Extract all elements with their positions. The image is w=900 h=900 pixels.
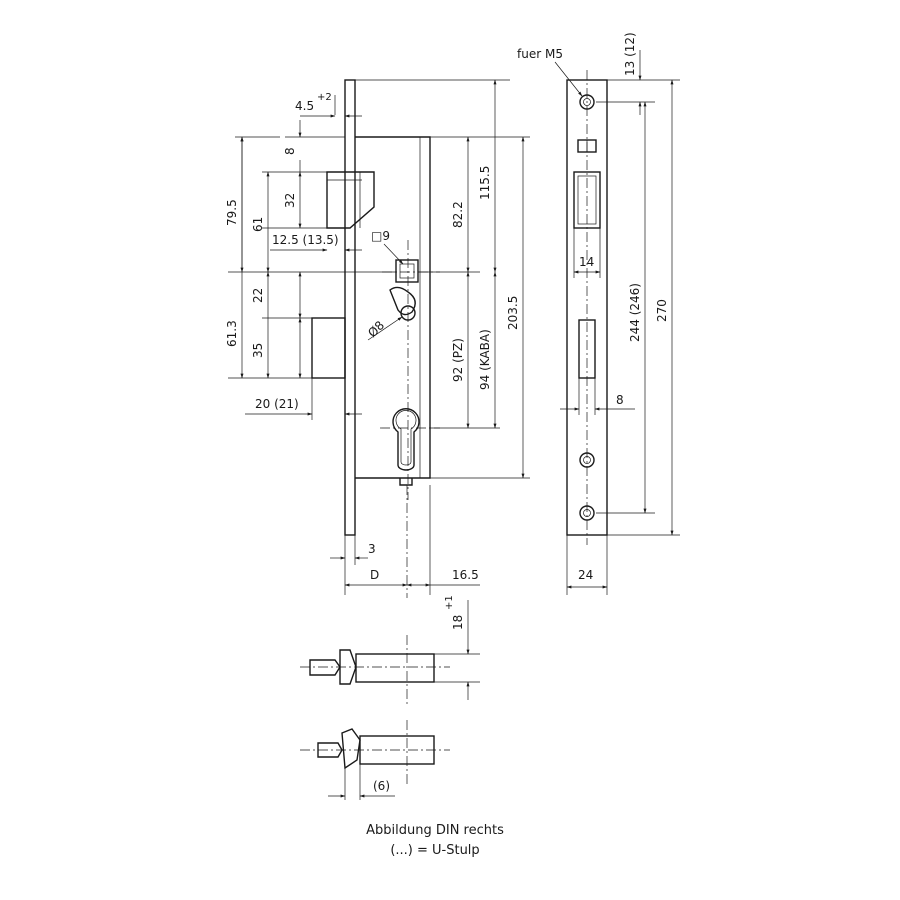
dead-bolt [311,317,346,379]
latch-tail [309,659,341,676]
screw-hole-bottom [579,505,595,521]
dim-D: D [370,568,379,582]
latch-tail-2 [317,742,343,758]
lever [389,286,416,316]
caption-line-2: (...) = U-Stulp [390,843,480,858]
follower-square [395,259,419,283]
dim-22: 22 [251,288,265,303]
dim-diameter-8: Ø8 [365,318,387,340]
faceplate [344,79,356,536]
dim-82-2: 82.2 [451,201,465,228]
front-view [228,79,530,598]
dim-32: 32 [283,193,297,208]
side-view [554,50,680,595]
bolt-opening [578,319,596,379]
label-fuer-m5: fuer M5 [517,47,563,61]
lock-case [355,136,431,479]
dim-61: 61 [251,217,265,232]
caption-line-1: Abbildung DIN rechts [366,823,504,838]
dim-13: 13 (12) [623,32,637,76]
latch-body-2 [359,735,435,765]
screw-hole-top [579,94,595,110]
dim-92: 92 (PZ) [451,338,465,382]
dim-115-5: 115.5 [478,166,492,200]
screw-hole-middle [579,452,595,468]
dim-4-5: 4.5 [295,99,314,113]
latch-detail-2: (6) [300,720,450,800]
dim-14: 14 [579,255,594,269]
latch-head-2 [341,728,361,770]
dim-24: 24 [578,568,593,582]
dim-270: 270 [655,299,669,322]
dim-16-5: 16.5 [452,568,479,582]
dim-79-5: 79.5 [225,199,239,226]
dim-18: 18 [451,615,465,630]
dim-20: 20 (21) [255,397,299,411]
dim-square-9: □9 [371,229,390,243]
dim-4-5-tol: +2 [317,92,332,103]
dim-12-5: 12.5 (13.5) [272,233,339,247]
front-view-labels: 4.5 +2 8 32 79.5 61 12.5 (13.5) □9 22 35… [225,92,520,582]
latch-bolt [326,171,375,229]
dim-61-3: 61.3 [225,320,239,347]
latch-opening [573,171,601,229]
latch-head [339,649,357,685]
dim-94: 94 (KABA) [478,329,492,390]
dim-3: 3 [368,542,376,556]
dim-8-right: 8 [616,393,624,407]
latch-detail-1: 18 +1 [300,595,480,705]
dim-6: (6) [373,779,390,793]
dim-244: 244 (246) [628,283,642,342]
dim-8-top: 8 [283,147,297,155]
latch-body [355,653,435,683]
dim-35: 35 [251,343,265,358]
cylinder-hole [392,408,420,471]
dim-18-tol: +1 [444,595,455,610]
dim-203-5: 203.5 [506,296,520,330]
side-view-labels: fuer M5 13 (12) 14 244 (246) 270 8 24 [517,32,669,582]
